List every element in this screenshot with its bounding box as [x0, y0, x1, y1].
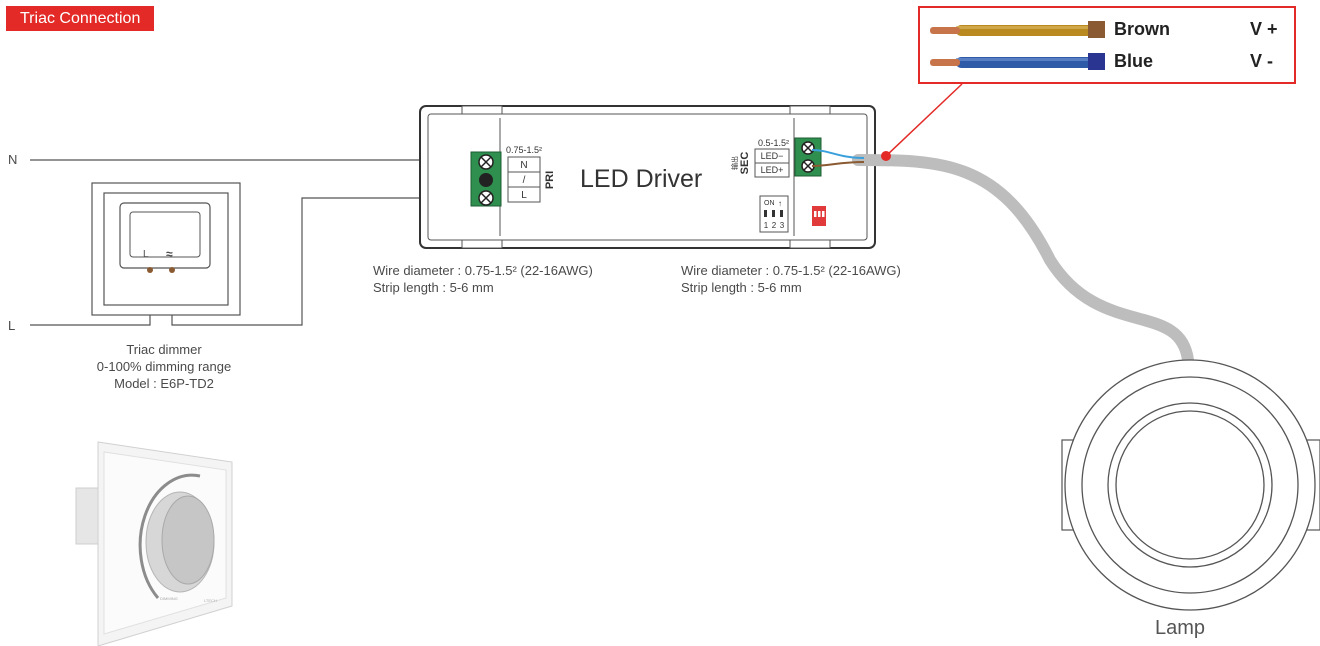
pri-terminal-l: L: [521, 190, 527, 201]
dimmer-caption: Triac dimmer 0-100% dimming range Model …: [64, 341, 264, 392]
brown-swatch: [1088, 21, 1105, 38]
knob-dimming-text: DIMMING: [160, 596, 178, 601]
legend-brown-name: Brown: [1114, 19, 1170, 39]
dimmer-caption-name: Triac dimmer: [126, 342, 202, 357]
dip-num-2: 2: [772, 221, 777, 230]
dimmer-face-symbol: ≈: [166, 247, 173, 261]
pri-wire-range: 0.75-1.5²: [506, 145, 542, 155]
brown-wire-icon: [930, 25, 1096, 36]
neutral-label: N: [8, 152, 18, 167]
pri-wire-spec: Wire diameter : 0.75-1.5² (22-16AWG) Str…: [373, 262, 593, 296]
pri-label: PRI: [544, 171, 556, 189]
dimmer-caption-model: Model : E6P-TD2: [114, 376, 214, 391]
wire-color-legend: Brown V + Blue V -: [918, 6, 1296, 84]
blue-wire: [811, 149, 865, 159]
pri-strip-length: Strip length : 5-6 mm: [373, 280, 494, 295]
sec-terminal-led-minus: LED−: [761, 151, 784, 161]
dip-switch-legend: ON ↑ 1 2 3: [759, 195, 789, 233]
driver-name: LED Driver: [580, 165, 703, 193]
sec-wire-spec: Wire diameter : 0.75-1.5² (22-16AWG) Str…: [681, 262, 901, 296]
blue-swatch: [1088, 53, 1105, 70]
pri-wire-diameter: Wire diameter : 0.75-1.5² (22-16AWG): [373, 263, 593, 278]
knob-brand-text: LTECH: [204, 598, 217, 603]
dip-num-3: 3: [780, 221, 785, 230]
pri-terminal-slash: /: [523, 175, 526, 186]
pri-terminal-block: [470, 151, 502, 207]
sec-terminal-led-plus: LED+: [761, 165, 784, 175]
dip-on-label: ON: [764, 200, 775, 207]
blue-wire-icon: [930, 57, 1096, 68]
sec-wire-diameter: Wire diameter : 0.75-1.5² (22-16AWG): [681, 263, 901, 278]
brown-wire: [811, 161, 865, 167]
legend-pointer-dot: [881, 151, 891, 161]
sec-label: SEC: [739, 152, 751, 175]
dimmer-caption-range: 0-100% dimming range: [96, 359, 232, 374]
dimmer-product-image: DIMMING LTECH: [75, 441, 233, 646]
dip-num-1: 1: [764, 221, 769, 230]
legend-blue-polarity: V -: [1250, 51, 1274, 71]
sec-terminal-legend: 0.5-1.5² LED− LED+ SEC 输出: [730, 138, 790, 178]
legend-brown-polarity: V +: [1250, 19, 1278, 39]
legend-row-blue: Blue V -: [920, 50, 1294, 74]
dip-switch: [812, 206, 826, 226]
sec-label-cn: 输出: [730, 156, 739, 170]
legend-pointer: [885, 83, 963, 157]
sec-wire-range: 0.5-1.5²: [758, 138, 789, 148]
dip-arrow-icon: ↑: [778, 199, 782, 208]
lamp-label: Lamp: [1155, 617, 1206, 639]
sec-terminal-block: [794, 137, 822, 177]
legend-row-brown: Brown V +: [920, 18, 1294, 42]
sec-strip-length: Strip length : 5-6 mm: [681, 280, 802, 295]
pri-terminal-n: N: [520, 160, 527, 171]
output-cable: [852, 154, 1194, 366]
pri-terminal-legend: 0.75-1.5² N / L PRI: [506, 145, 556, 203]
triac-dimmer: [91, 182, 241, 316]
legend-blue-name: Blue: [1114, 51, 1154, 71]
dimmer-face-l: L: [143, 249, 149, 260]
output-wiring: [811, 149, 1194, 366]
diagram-title: Triac Connection: [6, 6, 155, 31]
live-label: L: [8, 318, 16, 333]
lamp: [1061, 359, 1320, 611]
